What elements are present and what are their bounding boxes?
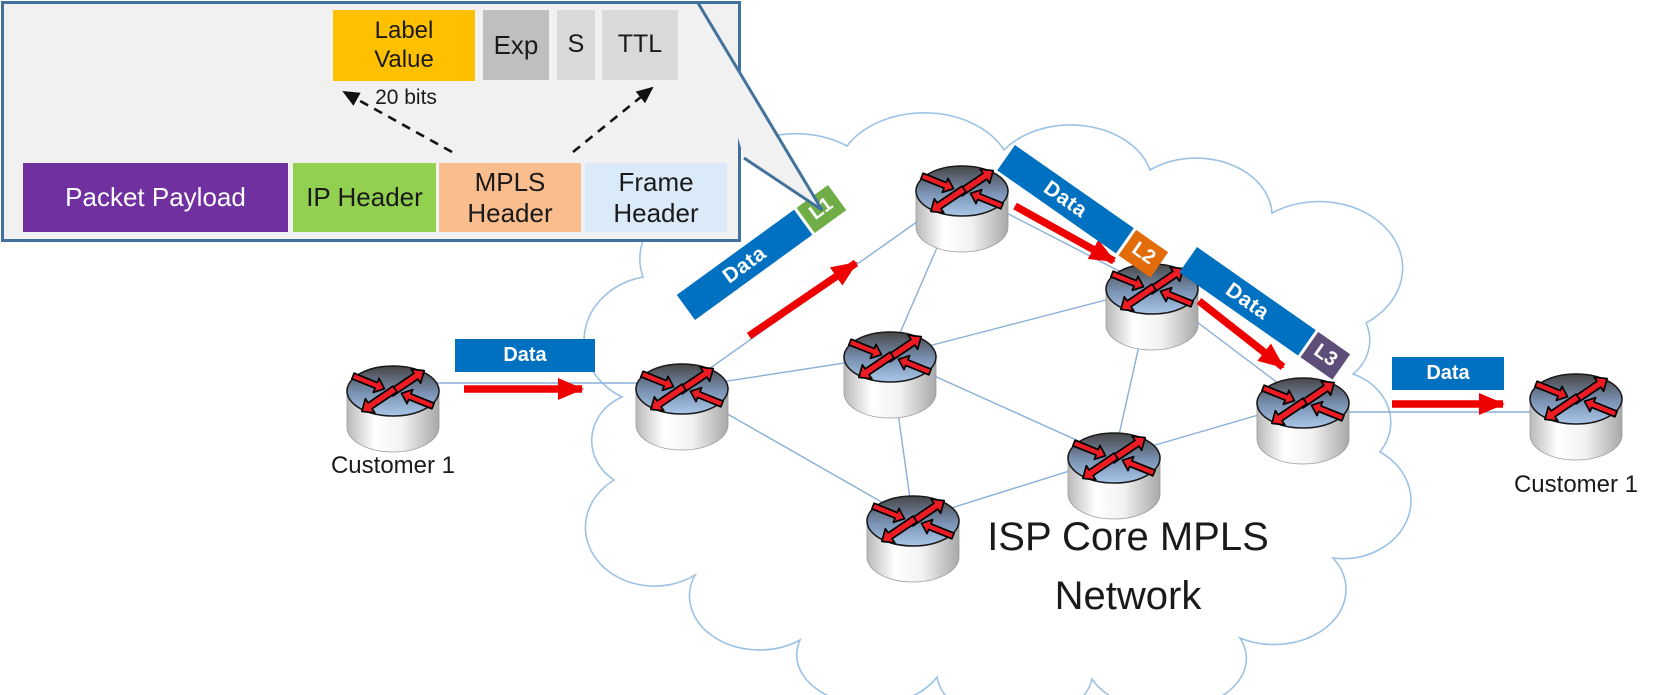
link-line xyxy=(1113,287,1153,458)
field-ttl-text: TTL xyxy=(617,30,663,59)
field-ttl: TTL xyxy=(602,10,678,80)
data-frame-egress: Data xyxy=(1392,357,1504,390)
stack-mpls-header: MPLS Header xyxy=(439,163,581,232)
cloud-title: ISP Core MPLS Network xyxy=(958,508,1298,626)
core-router-bottomright-icon xyxy=(1067,430,1161,520)
customer-right-label: Customer 1 xyxy=(1513,471,1639,498)
labeled-packet-l3: Data L3 xyxy=(1179,247,1351,380)
packet-data-segment: Data xyxy=(1179,247,1316,356)
ingress-edge-router-icon xyxy=(635,361,729,451)
bits-annotation: 20 bits xyxy=(375,86,437,109)
link-line xyxy=(681,355,891,389)
stack-frame-header: Frame Header xyxy=(585,163,727,232)
link-line xyxy=(889,355,914,521)
flow-arrow-l1 xyxy=(746,259,859,340)
stack-mpls-header-text: MPLS Header xyxy=(467,166,553,228)
stack-ip-header: IP Header xyxy=(293,163,436,232)
customer-left-router-icon xyxy=(346,363,440,453)
customer-right-router-icon xyxy=(1529,371,1623,461)
link-line xyxy=(1113,401,1304,458)
packet-data-segment: Data xyxy=(997,145,1134,254)
field-label-value: Label Value xyxy=(333,10,475,81)
cloud-title-line2: Network xyxy=(1054,574,1202,618)
egress-edge-router-icon xyxy=(1256,375,1350,465)
field-label-value-text: Label Value xyxy=(374,17,434,73)
core-router-center-icon xyxy=(843,329,937,419)
core-router-top-icon xyxy=(915,163,1009,253)
cloud-title-line1: ISP Core MPLS xyxy=(987,515,1269,559)
link-line xyxy=(889,355,1115,458)
link-line xyxy=(889,189,963,357)
link-line xyxy=(889,287,1153,357)
field-s-text: S xyxy=(567,30,585,59)
mpls-header-callout: Label Value Exp S TTL 20 bits Packet Pay… xyxy=(1,1,741,242)
field-exp-text: Exp xyxy=(493,29,539,60)
stack-packet-payload-text: Packet Payload xyxy=(65,182,246,213)
field-s: S xyxy=(557,10,595,80)
field-exp: Exp xyxy=(483,10,549,80)
stack-packet-payload: Packet Payload xyxy=(23,163,288,232)
stack-ip-header-text: IP Header xyxy=(306,182,423,213)
data-frame-ingress: Data xyxy=(455,339,595,372)
link-line xyxy=(681,387,914,521)
labeled-packet-l2: Data L2 xyxy=(997,145,1169,278)
stack-frame-header-text: Frame Header xyxy=(613,166,699,228)
customer-left-label: Customer 1 xyxy=(330,452,456,479)
core-router-bottom-icon xyxy=(866,493,960,583)
